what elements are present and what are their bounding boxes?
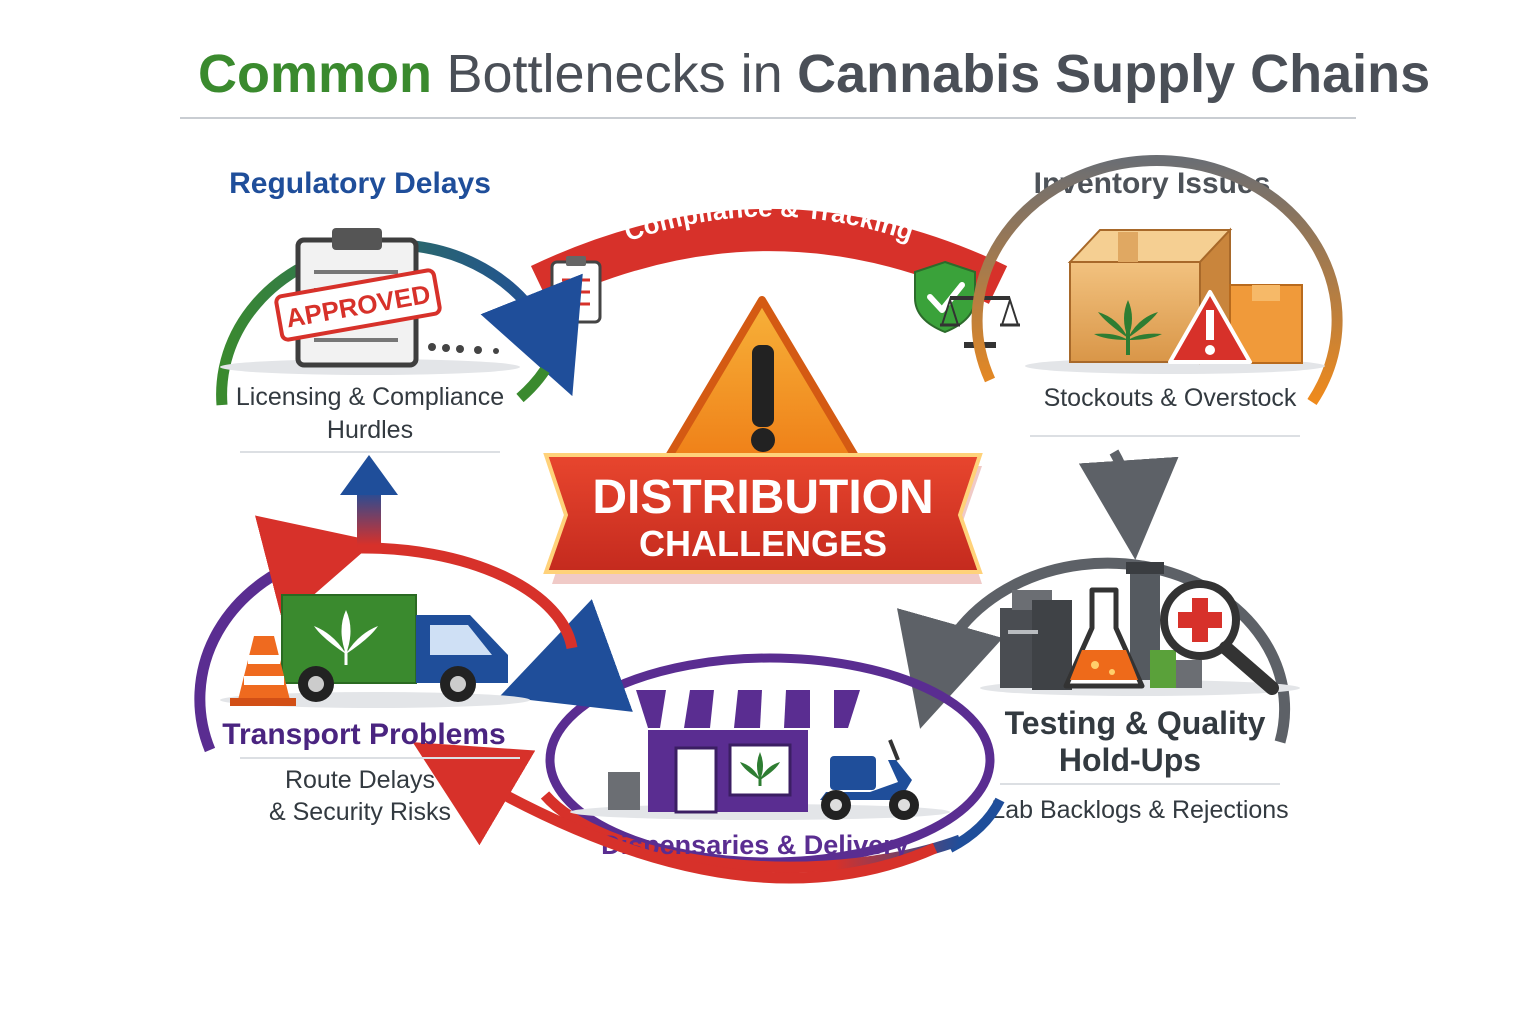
arrow-dispensaries-to-transport bbox=[499, 599, 633, 712]
small-box-icon bbox=[1229, 284, 1303, 364]
title-part-2: Bottlenecks in bbox=[446, 44, 782, 104]
motion-dots bbox=[428, 343, 499, 354]
inventory-cycle-arrow bbox=[971, 155, 1343, 406]
title-part-3: Cannabis Supply Chains bbox=[797, 44, 1430, 104]
center-line2: CHALLENGES bbox=[639, 523, 887, 564]
regulatory-arc-tail bbox=[516, 366, 550, 403]
warning-icon bbox=[1168, 290, 1252, 364]
traffic-cone-icon bbox=[230, 636, 296, 706]
central-warning: DISTRIBUTION CHALLENGES bbox=[543, 296, 983, 584]
node-inventory-issues: Inventory Issues Stockouts & Overstock bbox=[971, 155, 1343, 437]
transport-desc-line1: Route Delays bbox=[285, 766, 435, 794]
truck-icon bbox=[281, 594, 508, 702]
central-banner bbox=[543, 453, 983, 574]
testing-desc: Lab Backlogs & Rejections bbox=[991, 796, 1288, 824]
truck-cannabis-icon bbox=[314, 610, 378, 665]
scooter-icon bbox=[820, 739, 919, 820]
testing-heading-line2: Hold-Ups bbox=[1059, 742, 1201, 778]
testing-heading-line1: Testing & Quality bbox=[1005, 705, 1266, 741]
magnifier-icon bbox=[1160, 580, 1279, 695]
node-transport-problems: Transport Problems Route Delays & Securi… bbox=[194, 515, 938, 884]
arrow-transport-to-regulatory bbox=[340, 455, 398, 545]
flask-icon bbox=[1063, 587, 1145, 689]
transport-cycle-arrow bbox=[194, 515, 376, 753]
node-dispensaries-delivery: Dispensaries & Delivery bbox=[540, 653, 1005, 873]
arrow-inventory-to-testing bbox=[1078, 449, 1179, 560]
transport-red-arc bbox=[357, 542, 578, 650]
storefront-cannabis-icon bbox=[740, 752, 780, 786]
regulatory-desc-line1: Licensing & Compliance bbox=[236, 383, 504, 411]
cannabis-leaf-icon bbox=[1094, 300, 1162, 355]
page-title: Common Bottlenecks in Cannabis Supply Ch… bbox=[198, 44, 1430, 104]
regulatory-desc-line2: Hurdles bbox=[327, 416, 413, 444]
storefront-icon bbox=[608, 690, 860, 814]
node-testing-quality: Testing & Quality Hold-Ups Lab Backlogs … bbox=[897, 557, 1300, 824]
center-line1: DISTRIBUTION bbox=[592, 471, 933, 524]
transport-heading: Transport Problems bbox=[222, 718, 505, 751]
node-regulatory-delays: Regulatory Delays APPROVED Licensing & C… bbox=[216, 167, 583, 453]
transport-desc-line2: & Security Risks bbox=[269, 798, 451, 826]
arrow-dispensaries-return bbox=[412, 742, 938, 884]
regulatory-heading: Regulatory Delays bbox=[229, 167, 491, 200]
inventory-desc: Stockouts & Overstock bbox=[1044, 384, 1297, 412]
checklist-icon bbox=[550, 256, 602, 324]
lab-equipment-icon bbox=[1000, 562, 1202, 690]
title-part-1: Common bbox=[198, 44, 432, 104]
